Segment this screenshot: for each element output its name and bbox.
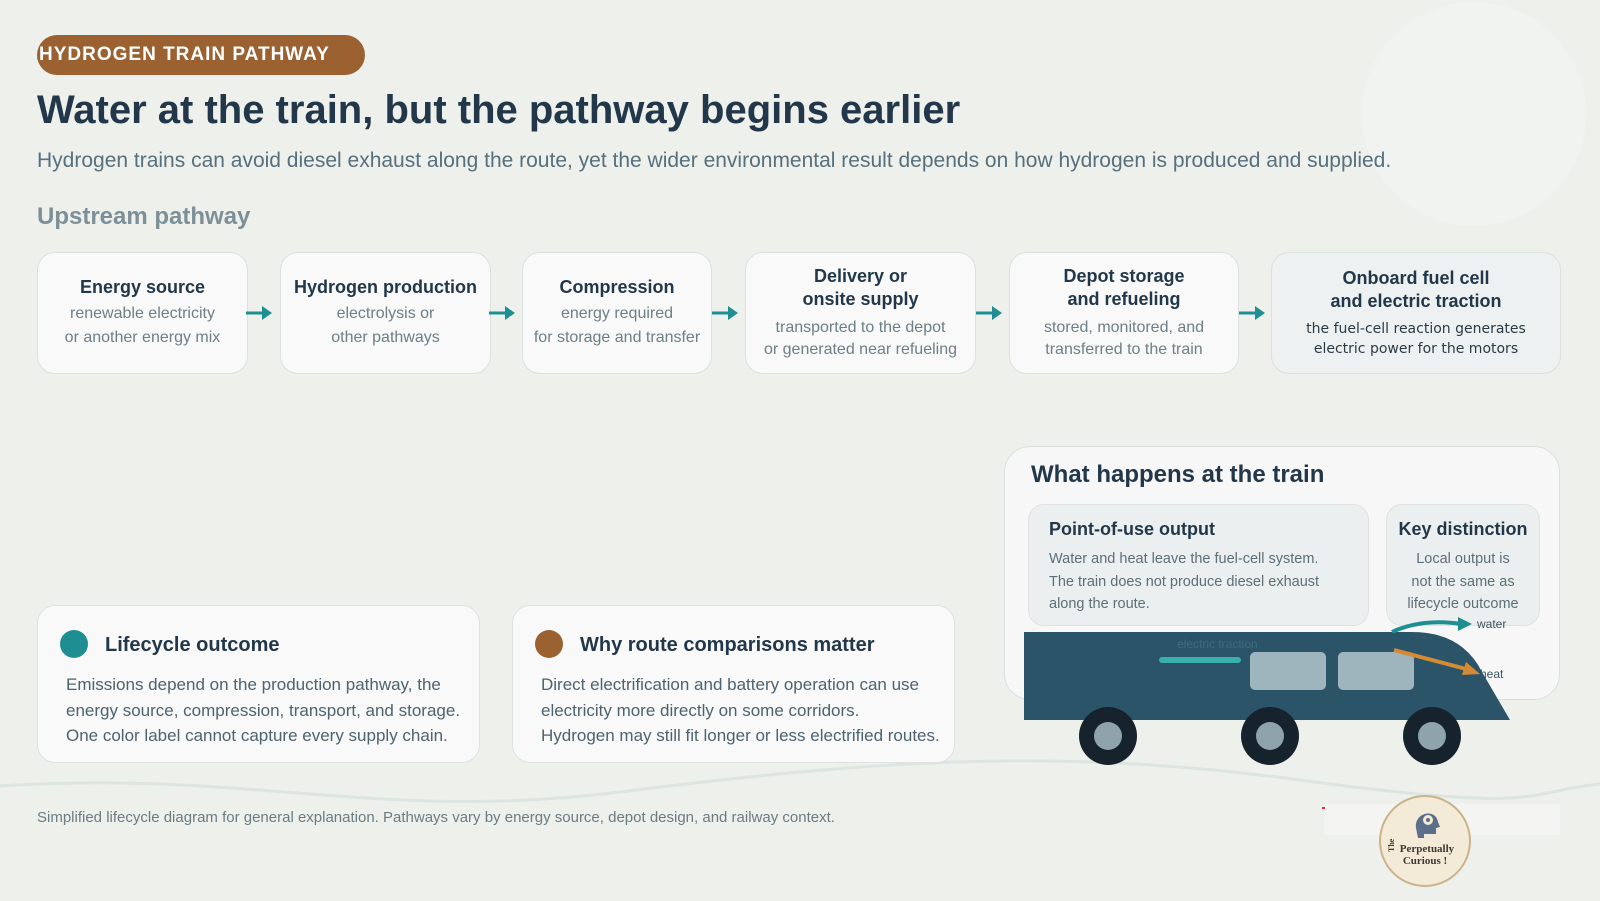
background-circle xyxy=(1362,2,1586,226)
footer-mark xyxy=(1322,807,1325,809)
flow-arrow-icon xyxy=(1239,306,1265,320)
flow-arrow-icon xyxy=(976,306,1002,320)
train-window xyxy=(1338,652,1414,690)
card-body: Direct electrification and battery opera… xyxy=(541,675,940,745)
train-window xyxy=(1250,652,1326,690)
card-body: Emissions depend on the production pathw… xyxy=(66,675,461,745)
step-title: Compression xyxy=(559,277,675,297)
flow-arrow-icon xyxy=(489,306,515,320)
step-description: electrolysis or other pathways xyxy=(331,305,440,346)
category-badge: HYDROGEN TRAIN PATHWAY xyxy=(37,35,365,75)
step-depot-storage: Depot storage and refueling stored, moni… xyxy=(1009,252,1239,374)
flow-arrow-icon xyxy=(712,306,738,320)
traction-bar xyxy=(1159,657,1241,663)
point-of-use-body: Water and heat leave the fuel-cell syste… xyxy=(1049,551,1320,612)
point-of-use-card: Point-of-use output Water and heat leave… xyxy=(1028,504,1369,626)
step-compression: Compression energy required for storage … xyxy=(522,252,712,374)
step-description: the fuel-cell reaction generates electri… xyxy=(1306,321,1526,357)
footnote: Simplified lifecycle diagram for general… xyxy=(37,809,835,826)
card-route-comparisons: Why route comparisons matter Direct elec… xyxy=(512,605,955,763)
key-distinction-body: Local output is not the same as lifecycl… xyxy=(1407,551,1519,612)
step-description: stored, monitored, and transferred to th… xyxy=(1043,319,1205,358)
step-description: transported to the depot or generated ne… xyxy=(763,319,958,358)
key-distinction-title: Key distinction xyxy=(1398,519,1528,539)
card-lifecycle-outcome: Lifecycle outcome Emissions depend on th… xyxy=(37,605,480,763)
panel-title: What happens at the train xyxy=(1031,461,1325,488)
train-wheel xyxy=(1241,707,1299,765)
water-arrow-icon xyxy=(1391,620,1463,634)
page-title: Water at the train, but the pathway begi… xyxy=(37,88,961,132)
step-title: Delivery or onsite supply xyxy=(802,266,919,309)
flow-arrow-icon xyxy=(246,306,272,320)
page-subtitle: Hydrogen trains can avoid diesel exhaust… xyxy=(37,149,1392,172)
key-distinction-card: Key distinction Local output is not the … xyxy=(1386,504,1540,626)
train-illustration: electric traction water heat xyxy=(1024,617,1510,765)
heat-arrow-icon xyxy=(1393,648,1471,672)
train-wheel xyxy=(1079,707,1137,765)
step-title: Hydrogen production xyxy=(294,277,477,297)
step-description: energy required for storage and transfer xyxy=(533,305,701,346)
step-onboard-fuel-cell: Onboard fuel cell and electric traction … xyxy=(1271,252,1561,374)
step-title: Energy source xyxy=(79,277,206,297)
perpetually-curious-logo: The Perpetually Curious ! xyxy=(1379,795,1471,887)
step-title: Onboard fuel cell and electric traction xyxy=(1330,268,1502,311)
step-description: renewable electricity or another energy … xyxy=(64,305,221,346)
step-hydrogen-production: Hydrogen production electrolysis or othe… xyxy=(280,252,491,374)
card-title: Lifecycle outcome xyxy=(105,634,280,656)
section-label-upstream: Upstream pathway xyxy=(37,203,251,230)
background-wave xyxy=(0,759,1600,804)
water-label: water xyxy=(1476,617,1506,631)
head-gear-icon xyxy=(1415,813,1440,838)
logo-line1: Perpetually xyxy=(1400,843,1455,855)
step-energy-source: Energy source renewable electricity or a… xyxy=(37,252,248,374)
train-wheel xyxy=(1403,707,1461,765)
point-of-use-title: Point-of-use output xyxy=(1049,519,1215,539)
step-title: Depot storage and refueling xyxy=(1063,266,1185,309)
train-panel: What happens at the train Point-of-use o… xyxy=(1004,446,1560,700)
step-delivery-supply: Delivery or onsite supply transported to… xyxy=(745,252,976,374)
card-title: Why route comparisons matter xyxy=(580,634,875,656)
brown-dot-icon xyxy=(535,630,563,658)
electric-traction-label: electric traction xyxy=(1177,637,1258,651)
teal-dot-icon xyxy=(60,630,88,658)
heat-label: heat xyxy=(1480,667,1504,681)
logo-line2: Curious ! xyxy=(1403,855,1447,867)
logo-prefix: The xyxy=(1387,838,1396,852)
